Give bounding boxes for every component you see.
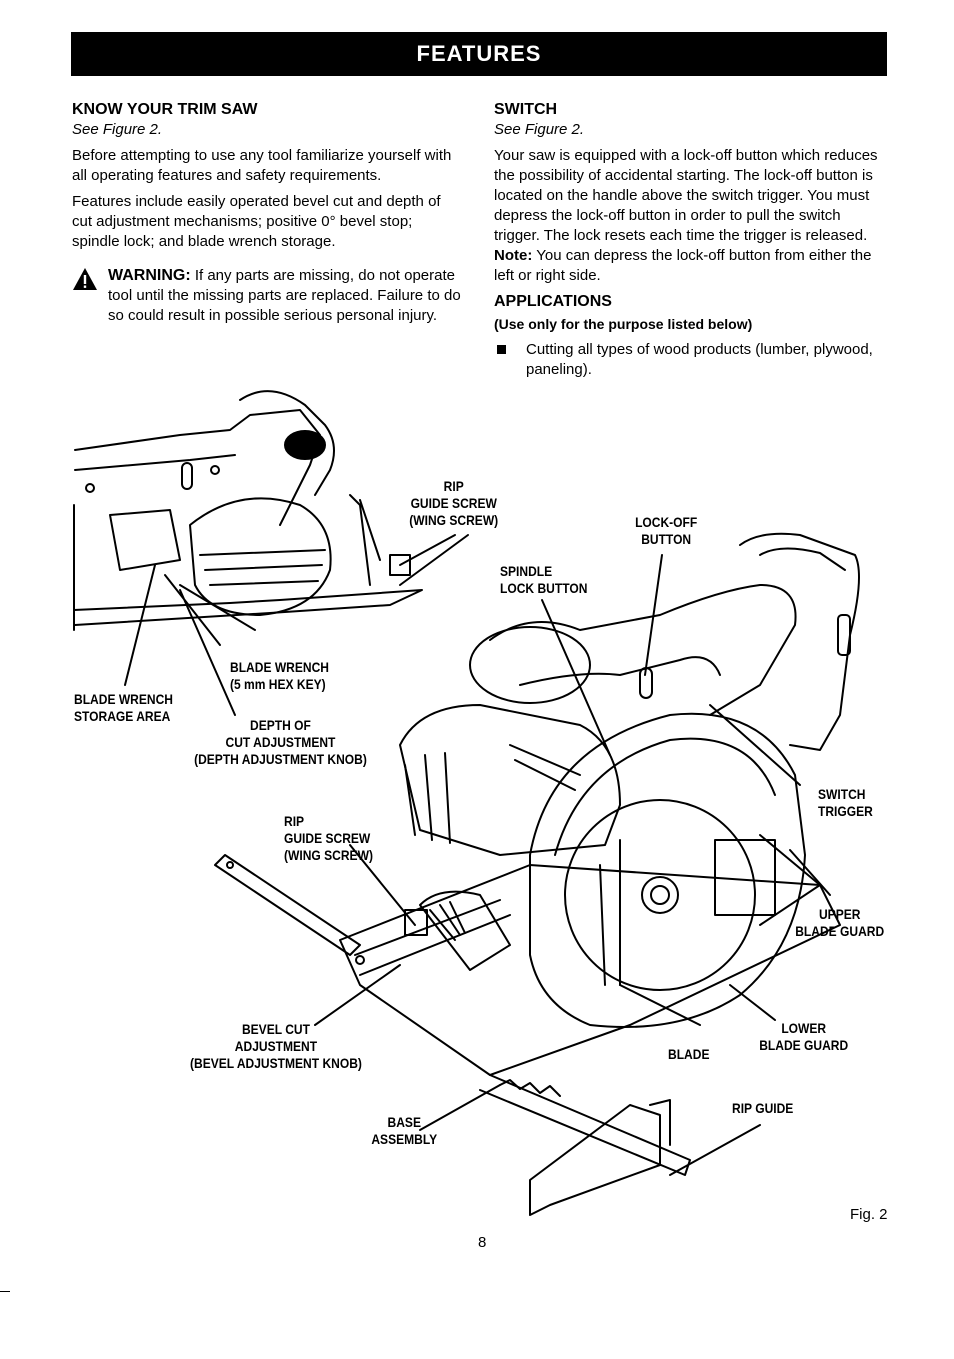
paragraph: Your saw is equipped with a lock-off but… (494, 146, 888, 286)
banner-title: FEATURES (416, 41, 542, 66)
upper-blade-guard-label: UPPER BLADE GUARD (795, 906, 885, 939)
page-number: 8 (478, 1234, 487, 1251)
applications-heading: APPLICATIONS (494, 293, 612, 310)
blade-wrench-storage-label: BLADE WRENCH STORAGE AREA (74, 691, 173, 724)
list-item-text: Cutting all types of wood products (lumb… (526, 341, 873, 378)
callout-leaders (314, 534, 831, 1176)
blade-label: BLADE (668, 1046, 710, 1062)
bullet-square-icon (497, 345, 506, 354)
figure-reference: See Figure 2. (72, 121, 163, 138)
margin-mark (0, 1291, 10, 1292)
figure-caption: Fig. 2 (850, 1206, 888, 1223)
switch-trigger-label: SWITCH TRIGGER (818, 786, 873, 819)
inset-side-view (73, 390, 456, 716)
know-your-trim-saw-section: KNOW YOUR TRIM SAW See Figure 2. Before … (72, 100, 464, 326)
warning-text: If any parts are missing, do not operate… (108, 267, 461, 324)
warning-triangle-icon (73, 268, 97, 290)
list-item: Cutting all types of wood products (lumb… (494, 340, 888, 380)
depth-of-cut-label: DEPTH OF CUT ADJUSTMENT (DEPTH ADJUSTMEN… (194, 717, 367, 767)
section-heading: KNOW YOUR TRIM SAW (72, 101, 258, 118)
figure-reference: See Figure 2. (494, 121, 585, 138)
rip-guide-screw-label: RIP GUIDE SCREW (WING SCREW) (409, 478, 499, 528)
blade-wrench-label: BLADE WRENCH (5 mm HEX KEY) (230, 659, 329, 692)
section-heading: SWITCH (494, 101, 558, 118)
rip-guide-screw-mid-label: RIP GUIDE SCREW (WING SCREW) (284, 813, 373, 863)
switch-section: SWITCH See Figure 2. Your saw is equippe… (494, 100, 888, 380)
lock-off-button-label: LOCK-OFF BUTTON (635, 514, 698, 547)
features-banner: FEATURES (71, 32, 887, 76)
switch-text: Your saw is equipped with a lock-off but… (494, 147, 878, 244)
switch-text-end: You can depress the lock-off button from… (494, 247, 872, 284)
warning-label: WARNING: (108, 267, 191, 284)
spindle-lock-button-label: SPINDLE LOCK BUTTON (500, 563, 588, 596)
paragraph: Before attempting to use any tool famili… (72, 147, 452, 184)
applications-subheading: (Use only for the purpose listed below) (494, 316, 753, 332)
note-label: Note: (494, 247, 533, 264)
base-assembly-label: BASE ASSEMBLY (371, 1114, 438, 1147)
lower-blade-guard-label: LOWER BLADE GUARD (759, 1020, 849, 1053)
warning-block: WARNING: If any parts are missing, do no… (72, 266, 464, 326)
rip-guide-label: RIP GUIDE (732, 1100, 794, 1116)
trim-saw-illustration (73, 390, 860, 1216)
main-saw-view (214, 532, 860, 1216)
paragraph: Features include easily operated bevel c… (72, 193, 441, 250)
bevel-cut-label: BEVEL CUT ADJUSTMENT (BEVEL ADJUSTMENT K… (189, 1021, 362, 1071)
